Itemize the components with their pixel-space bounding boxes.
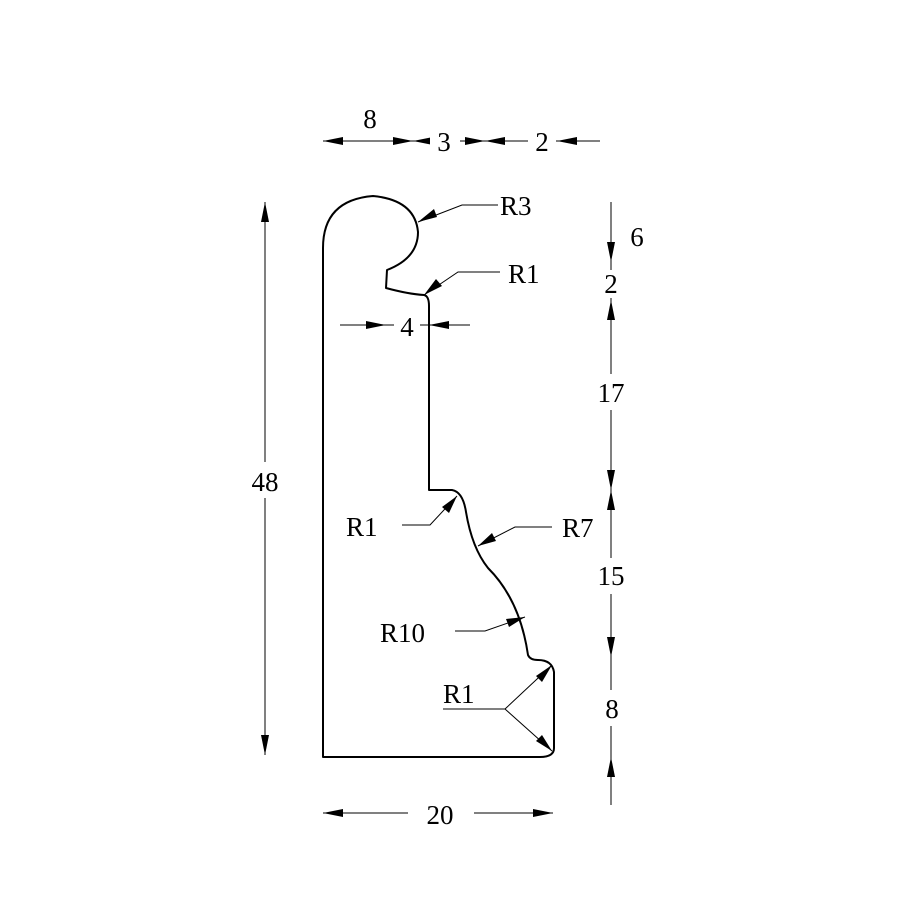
arrow-head bbox=[261, 735, 269, 755]
arrow-head bbox=[607, 757, 615, 777]
arrow-head bbox=[261, 202, 269, 222]
radius-label-r1-lip: R1 bbox=[508, 259, 540, 289]
arrow-head bbox=[536, 735, 552, 751]
dim-right-2: 2 bbox=[604, 269, 618, 299]
arrow-head bbox=[478, 533, 496, 546]
dim-right-6: 6 bbox=[630, 222, 644, 252]
arrow-head bbox=[607, 470, 615, 490]
arrow-head bbox=[393, 137, 413, 145]
arrow-head bbox=[506, 617, 525, 627]
radius-label-r10: R10 bbox=[380, 618, 425, 648]
radius-r3-leader: R3 bbox=[417, 191, 532, 223]
arrow-head bbox=[418, 209, 437, 222]
bottom-width-dimension: 20 bbox=[323, 795, 553, 831]
radius-r7-leader: R7 bbox=[477, 513, 594, 547]
top-dimension-chain: 8 3 2 bbox=[323, 100, 600, 158]
arrow-head bbox=[557, 137, 577, 145]
arrow-head bbox=[323, 137, 343, 145]
left-height-dimension: 48 bbox=[245, 202, 287, 755]
arrow-head bbox=[607, 637, 615, 657]
arrow-head bbox=[465, 137, 485, 145]
dim-top-8: 8 bbox=[363, 104, 377, 134]
arrow-head bbox=[429, 321, 449, 329]
dim-right-8: 8 bbox=[605, 694, 619, 724]
radius-r1-toe-leader: R1 bbox=[443, 664, 553, 752]
dim-right-15: 15 bbox=[598, 561, 625, 591]
radius-label-r1-step: R1 bbox=[346, 512, 378, 542]
right-dimension-chain: 6 2 17 15 8 bbox=[590, 202, 644, 805]
radius-label-r7: R7 bbox=[562, 513, 594, 543]
arrow-head bbox=[366, 321, 386, 329]
dim-width-20: 20 bbox=[427, 800, 454, 830]
dim-top-3: 3 bbox=[437, 127, 451, 157]
dim-lip-4: 4 bbox=[400, 312, 414, 342]
dim-height-48: 48 bbox=[252, 467, 279, 497]
arrow-head bbox=[536, 665, 552, 682]
radius-r10-leader: R10 bbox=[380, 616, 526, 648]
dim-right-17: 17 bbox=[598, 378, 625, 408]
arrow-head bbox=[442, 496, 457, 513]
arrow-head bbox=[485, 137, 505, 145]
profile-outline bbox=[322, 195, 555, 758]
radius-r1-step-leader: R1 bbox=[346, 495, 458, 542]
radius-label-r3: R3 bbox=[500, 191, 532, 221]
radius-r1-lip-leader: R1 bbox=[423, 259, 540, 296]
lip-width-dimension: 4 bbox=[340, 310, 470, 342]
radius-label-r1-toe: R1 bbox=[443, 679, 475, 709]
arrow-head bbox=[533, 809, 553, 817]
arrow-head bbox=[413, 137, 433, 145]
arrow-head bbox=[424, 279, 442, 295]
arrow-head bbox=[607, 300, 615, 320]
dim-top-2: 2 bbox=[535, 127, 549, 157]
arrow-head bbox=[607, 242, 615, 262]
arrow-head bbox=[323, 809, 343, 817]
arrow-head bbox=[607, 490, 615, 510]
